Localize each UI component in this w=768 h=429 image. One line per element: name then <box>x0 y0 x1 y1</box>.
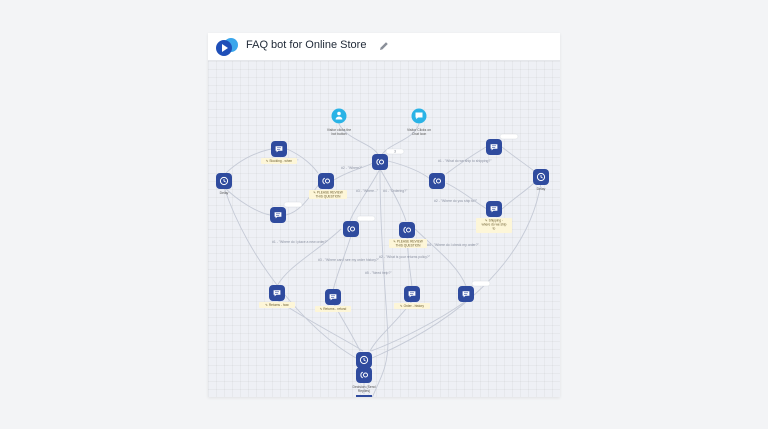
node-note: to <box>493 227 496 231</box>
edge-label: #2 - "Where do you ship to?" <box>434 199 478 203</box>
node-label: Visitor clicks the <box>327 128 351 132</box>
edge-label: #4 - "Ordering?" <box>383 189 408 193</box>
node-label: Visitor Clicks on <box>407 128 431 132</box>
node-label: Delay <box>537 187 546 191</box>
node-label: Delay <box>220 191 229 195</box>
decision-node-mid-left[interactable] <box>343 215 376 237</box>
message-node-right-top[interactable] <box>486 133 519 155</box>
chat-bubble-icon <box>415 112 423 120</box>
edge-label: #3 - "Where can I see my order history?" <box>318 258 380 262</box>
node-badge <box>283 201 303 208</box>
node-note: ✎ Returns - how <box>265 303 289 307</box>
message-node-shipping[interactable]: ✎ Shipping - where do we ship to <box>476 201 512 233</box>
page-title: FAQ bot for Online Store <box>246 39 367 51</box>
node-label: Decision (Send <box>353 385 376 389</box>
trigger-visitor-bot[interactable]: Visitor clicks the bot button <box>327 108 351 137</box>
message-node-left-low[interactable] <box>270 201 303 223</box>
node-label: Replies) <box>358 389 370 393</box>
node-note: ✎ Order - history <box>400 304 424 308</box>
flow-canvas[interactable]: #3 - "Is this in stock?" #2 - "Where?" #… <box>208 61 560 397</box>
message-node-right-low[interactable] <box>458 280 491 302</box>
edge-lines <box>223 123 542 397</box>
message-node-order-history[interactable]: ✎ Order - history <box>394 286 430 309</box>
edge-label: #3 - "Where..." <box>356 189 379 193</box>
node-note: ✎ Stocking - when <box>266 159 292 163</box>
message-node-returns-how[interactable]: ✎ Returns - how <box>259 285 295 308</box>
decision-node-review-mid[interactable]: ✎ PLEASE REVIEW THIS QUESTION <box>389 222 427 248</box>
delay-node-left[interactable]: Delay <box>216 173 232 195</box>
edge-label: #1 - "What do we ship to shipping?" <box>438 159 492 163</box>
flow-editor-card: FAQ bot for Online Store <box>208 33 560 397</box>
node-badge <box>471 280 491 287</box>
message-node-returns-refund[interactable]: ✎ Returns - refund <box>315 289 351 312</box>
decision-node-review-left[interactable]: ✎ PLEASE REVIEW THIS QUESTION <box>309 173 347 199</box>
edge-label: #2 - "What is your returns policy?" <box>379 255 431 259</box>
badge-count: 3 <box>394 150 396 154</box>
node-note: ✎ Returns - refund <box>320 307 347 311</box>
node-note: THIS QUESTION <box>396 244 421 248</box>
node-note: ✎ Shipping - <box>485 219 503 223</box>
pencil-icon[interactable] <box>378 40 390 52</box>
edge-label: #1 - "Where do I place a new order?" <box>272 240 328 244</box>
edge-label: #4 - "Where do I check my order?" <box>427 243 480 247</box>
chat-bot-logo-icon <box>216 38 238 56</box>
decision-node-top[interactable]: 3 <box>372 148 405 170</box>
node-badge <box>499 133 519 140</box>
decision-node-send-replies[interactable]: Decision (Send Replies) <box>353 367 376 393</box>
node-label: bot button <box>331 132 346 136</box>
editor-header: FAQ bot for Online Store <box>208 33 560 61</box>
node-badge <box>356 215 376 222</box>
node-label: Chat Icon <box>412 132 427 136</box>
node-note: ✎ PLEASE REVIEW <box>393 240 422 244</box>
edge-label: #2 - "Where?" <box>341 166 363 170</box>
message-node-stocking[interactable]: ✎ Stocking - when <box>261 141 297 164</box>
user-icon <box>337 111 341 116</box>
final-node-layer: Decision (Send Replies) <box>353 367 376 393</box>
node-note: where do we ship <box>482 223 507 227</box>
edge-label: #5 - "Need help?" <box>365 271 392 275</box>
trigger-visitor-chat[interactable]: Visitor Clicks on Chat Icon <box>407 108 431 137</box>
flow-diagram: #3 - "Is this in stock?" #2 - "Where?" #… <box>216 108 549 397</box>
decision-node-final[interactable] <box>356 395 372 397</box>
decision-node-right[interactable] <box>429 173 445 189</box>
node-badge: 3 <box>385 148 405 155</box>
node-note: THIS QUESTION <box>316 195 341 199</box>
delay-node-right[interactable]: Delay <box>533 169 549 191</box>
node-note: ✎ PLEASE REVIEW <box>313 191 342 195</box>
